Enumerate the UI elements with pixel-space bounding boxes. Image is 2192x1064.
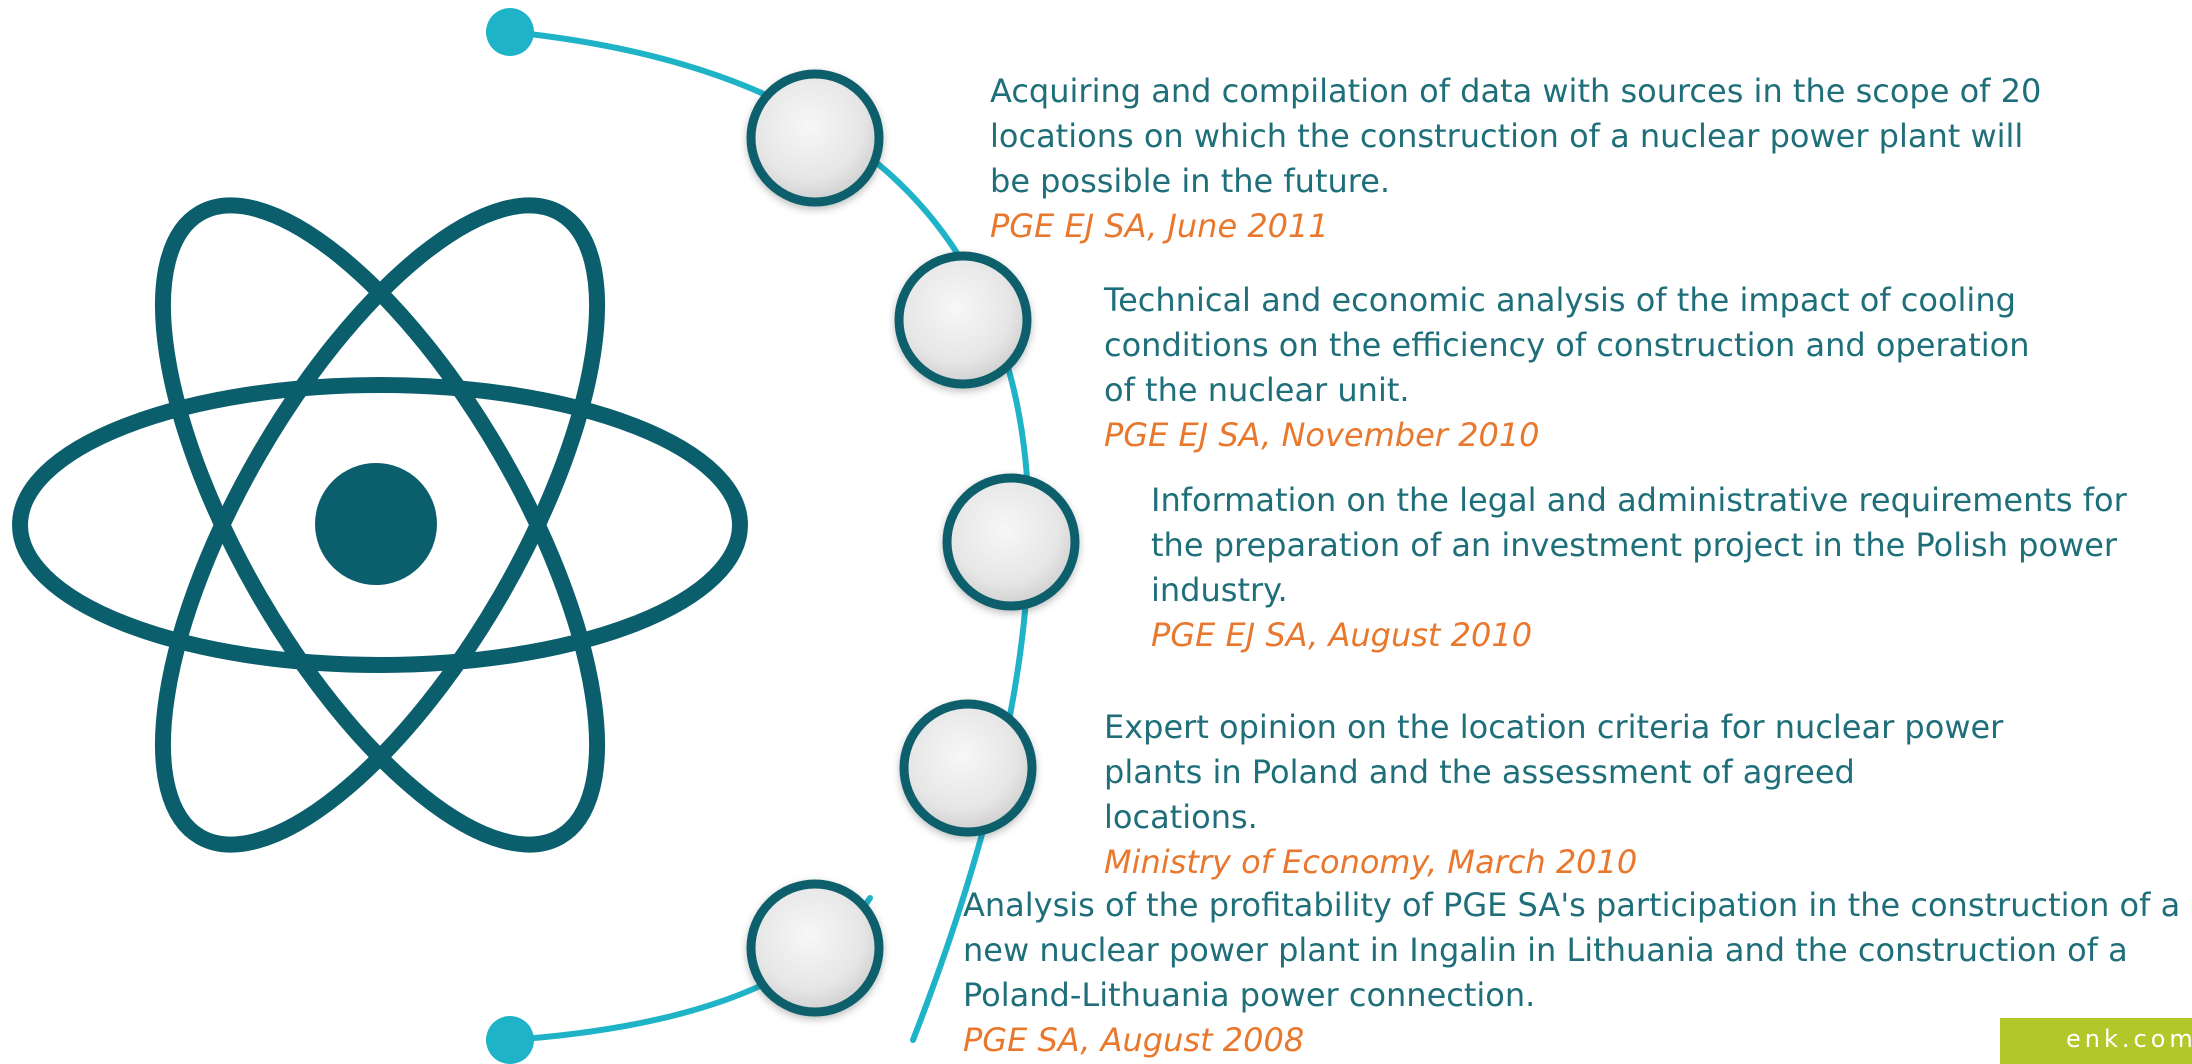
entry-source: PGE EJ SA, August 2010 [1151, 616, 1533, 654]
entry-source: PGE EJ SA, November 2010 [1104, 416, 1540, 454]
entry-description: Technical and economic analysis of the i… [1104, 281, 2030, 409]
entry-description: Analysis of the profitability of PGE SA'… [963, 886, 2181, 1014]
atom-icon [12, 197, 748, 853]
entry-description: Information on the legal and administrat… [1151, 481, 2127, 609]
entry-description: Acquiring and compilation of data with s… [990, 72, 2042, 200]
timeline-entry: Technical and economic analysis of the i… [1104, 278, 2064, 458]
entry-description: Expert opinion on the location criteria … [1104, 708, 2004, 836]
footer-badge-text: enk.com [2066, 1025, 2192, 1053]
atom-orbit-diagonal-left [154, 197, 606, 853]
timeline-node [746, 69, 884, 207]
timeline-entry: Information on the legal and administrat… [1151, 478, 2181, 658]
atom-nucleus [315, 463, 437, 585]
timeline-node [942, 473, 1080, 611]
timeline-node [899, 699, 1037, 837]
timeline-entry: Acquiring and compilation of data with s… [990, 69, 2050, 249]
atom-orbit-horizontal [12, 377, 748, 673]
footer-badge: enk.com [2000, 1018, 2192, 1064]
entry-source: PGE SA, August 2008 [963, 1021, 1305, 1059]
timeline-entry: Analysis of the profitability of PGE SA'… [963, 883, 2183, 1063]
atom-orbit-diagonal-right [154, 197, 606, 853]
timeline-node [746, 879, 884, 1017]
entry-source: PGE EJ SA, June 2011 [990, 207, 1329, 245]
entry-source: Ministry of Economy, March 2010 [1104, 843, 1638, 881]
timeline-entry: Expert opinion on the location criteria … [1104, 705, 2004, 885]
timeline-node [894, 251, 1032, 389]
timeline-endpoint-dot [486, 8, 534, 56]
